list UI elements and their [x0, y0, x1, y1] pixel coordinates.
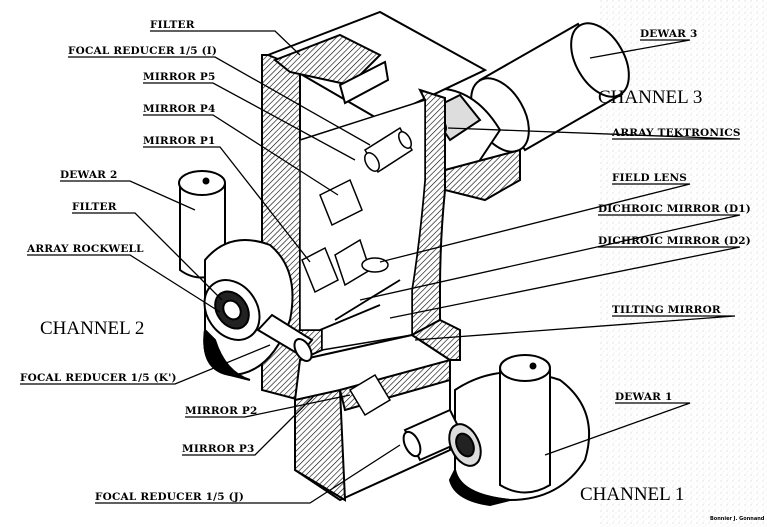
credit-text: Bonnier J. Gonnand [710, 516, 765, 522]
leader-lines [20, 30, 741, 504]
label-dewar-2: DEWAR 2 [60, 169, 117, 181]
label-dewar-1: DEWAR 1 [615, 391, 672, 403]
label-dewar-3: DEWAR 3 [640, 28, 697, 40]
mirror-p3-shape [348, 373, 392, 417]
label-mirror-p5: MIRROR P5 [143, 71, 216, 83]
channel-2-title: CHANNEL 2 [40, 318, 144, 339]
channel-3-title: CHANNEL 3 [598, 87, 702, 108]
main-housing [261, 10, 521, 502]
channel-2-housing [203, 239, 314, 381]
label-tilting-mirror: TILTING MIRROR [612, 304, 721, 316]
label-focal-reducer-k: FOCAL REDUCER 1/5 (K') [20, 372, 177, 384]
label-filter-left: FILTER [72, 201, 117, 213]
label-mirror-p2: MIRROR P2 [185, 405, 258, 417]
label-filter-top: FILTER [150, 19, 195, 31]
label-mirror-p1: MIRROR P1 [143, 135, 216, 147]
mirror-p4-shape [319, 178, 363, 227]
dewar-1-housing [402, 354, 591, 507]
background-speckle [600, 0, 767, 527]
label-mirror-p4: MIRROR P4 [143, 103, 216, 115]
label-focal-reducer-i: FOCAL REDUCER 1/5 (I) [68, 45, 217, 57]
label-array-rockwell: ARRAY ROCKWELL [26, 243, 144, 255]
interior-optics [301, 126, 413, 417]
mirror-p1-shape [301, 246, 339, 294]
label-mirror-p3: MIRROR P3 [182, 443, 255, 455]
label-field-lens: FIELD LENS [612, 172, 687, 184]
channel-1-title: CHANNEL 1 [580, 484, 684, 505]
label-dichroic-d1: DICHROIC MIRROR (D1) [598, 203, 751, 215]
dewar-3-cylinder [470, 22, 630, 153]
field-lens-shape [361, 257, 389, 273]
label-focal-reducer-j: FOCAL REDUCER 1/5 (J) [95, 491, 244, 503]
label-dichroic-d2: DICHROIC MIRROR (D2) [598, 235, 751, 247]
label-array-tektronics: ARRAY TEKTRONICS [611, 127, 741, 139]
